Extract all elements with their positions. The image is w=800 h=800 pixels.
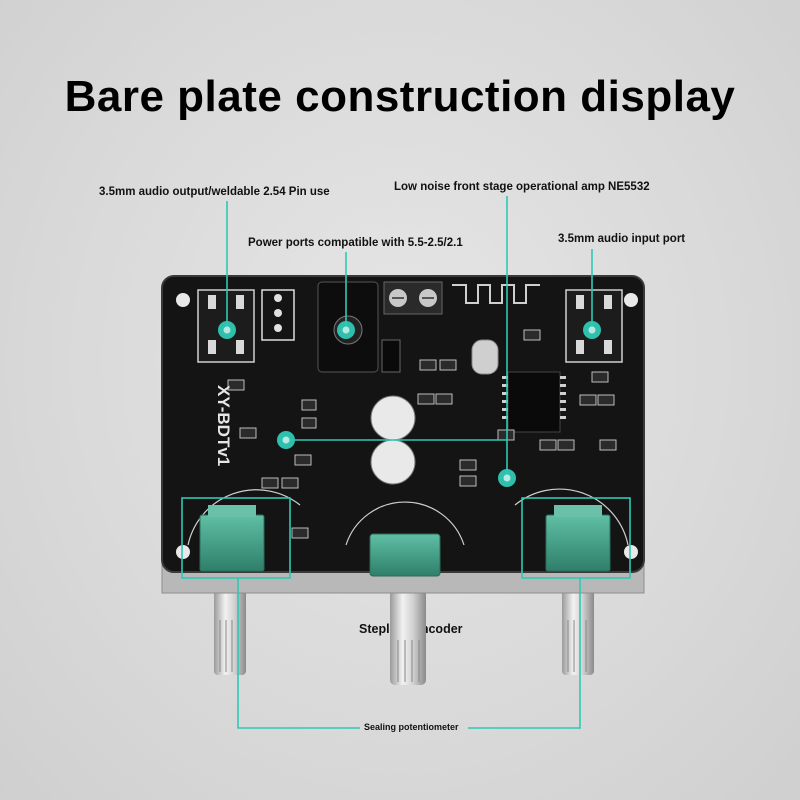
potentiometer-shafts (214, 585, 594, 685)
encoder-body (369, 533, 441, 577)
antenna-trace (452, 284, 540, 304)
label-potentiometer: Sealing potentiometer (364, 722, 459, 732)
right-shaft (562, 585, 594, 675)
mounting-holes (176, 293, 638, 559)
label-audio-input: 3.5mm audio input port (558, 233, 686, 245)
label-audio-output: 3.5mm audio output/weldable 2.54 Pin use (99, 186, 330, 198)
potentiometer-left (199, 505, 265, 572)
opamp-chip (502, 371, 566, 433)
screw-terminal (383, 281, 443, 315)
svg-text:XY-BDTv1: XY-BDTv1 (214, 385, 233, 466)
label-opamp: Low noise front stage operational amp NE… (394, 181, 650, 193)
left-shaft (214, 585, 246, 675)
callout-lines (181, 196, 631, 729)
page-title: Bare plate construction display (64, 72, 736, 121)
label-power-port: Power ports compatible with 5.5-2.5/2.1 (248, 237, 463, 249)
diode (381, 339, 401, 373)
encoder-shaft (390, 585, 426, 685)
capacitors (370, 395, 416, 485)
potentiometer-right (545, 505, 611, 572)
pin-header (261, 289, 295, 341)
board-model-label: XY-BDTv1 (214, 385, 233, 466)
crystal (471, 339, 499, 375)
